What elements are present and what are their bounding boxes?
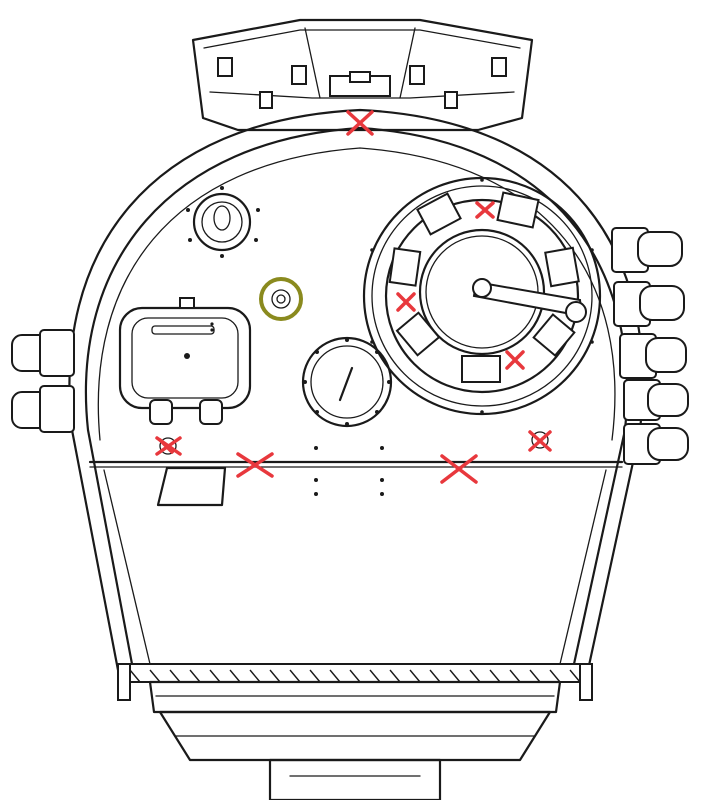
periscope-port	[186, 186, 260, 258]
seam-bolts	[159, 431, 549, 496]
cross-marker-icon	[236, 452, 274, 478]
turret-body	[68, 108, 644, 672]
cross-marker-icon	[440, 454, 478, 484]
cross-marker-icon	[158, 438, 174, 454]
left-hinges	[11, 329, 75, 433]
commander-cupola	[362, 176, 602, 416]
pistol-port	[301, 336, 393, 428]
cross-marker-icon	[475, 201, 495, 219]
turret-base	[117, 663, 593, 800]
cross-marker-icon	[346, 110, 374, 136]
access-hatch	[118, 297, 252, 425]
cross-marker-icon	[528, 430, 552, 452]
right-hinges	[611, 227, 689, 465]
cross-markers	[155, 110, 552, 484]
cross-marker-icon	[396, 292, 416, 312]
ringed-bolt	[271, 289, 291, 309]
top-armored-box	[191, 18, 534, 132]
ring-marker-icon	[259, 277, 303, 321]
lower-bracket	[156, 466, 227, 507]
cross-marker-icon	[505, 350, 525, 370]
